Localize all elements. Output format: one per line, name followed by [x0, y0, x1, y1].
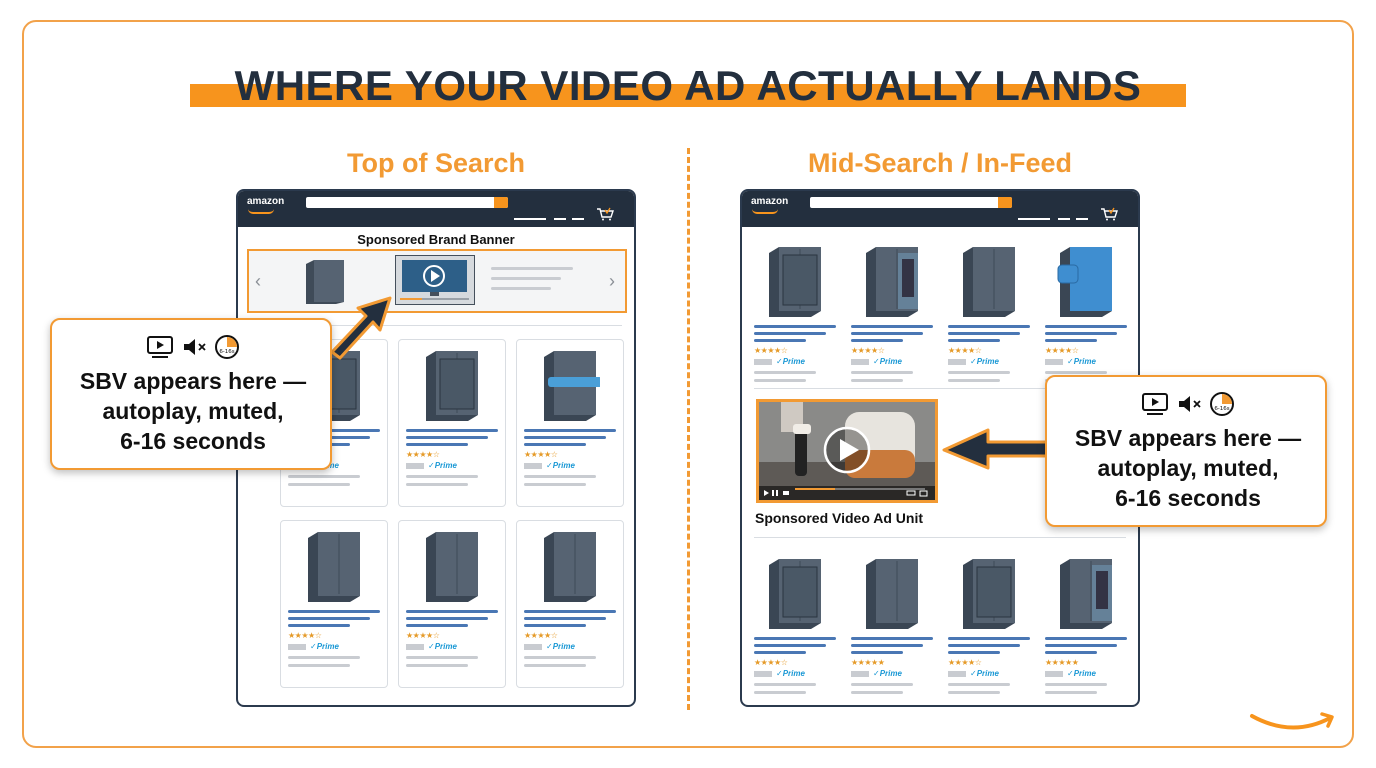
product-image	[426, 351, 478, 421]
search-button	[998, 197, 1012, 208]
product-image	[866, 559, 918, 629]
page-title: WHERE YOUR VIDEO AD ACTUALLY LANDS	[234, 62, 1142, 109]
title-block: WHERE YOUR VIDEO AD ACTUALLY LANDS	[190, 58, 1186, 109]
star-rating: ★★★★☆	[1045, 346, 1079, 355]
sponsored-video-ad	[756, 399, 938, 503]
amazon-logo: amazon	[247, 196, 285, 207]
banner-video-thumbnail	[395, 255, 475, 305]
prime-badge: ✓Prime	[428, 642, 457, 651]
play-icon	[400, 260, 469, 300]
star-rating: ★★★★☆	[288, 631, 322, 640]
star-rating: ★★★★☆	[754, 658, 788, 667]
timer-badge-text: 6-16s	[219, 349, 234, 355]
sponsored-video-ad-label: Sponsored Video Ad Unit	[755, 510, 924, 526]
star-rating: ★★★★☆	[524, 450, 558, 459]
product-image	[544, 351, 602, 421]
prime-badge: ✓Prime	[776, 357, 805, 366]
prime-badge: ✓Prime	[428, 461, 457, 470]
left-callout: 6-16s SBV appears here — autoplay, muted…	[50, 318, 332, 470]
search-box	[306, 197, 508, 208]
star-rating: ★★★★☆	[406, 631, 440, 640]
star-rating: ★★★★★	[1045, 658, 1079, 667]
separator	[754, 388, 1126, 389]
amazon-smile-icon	[752, 209, 778, 214]
prime-badge: ✓Prime	[310, 642, 339, 651]
amazon-header: amazon	[742, 191, 1138, 227]
sponsored-brand-banner: ‹ ›	[247, 249, 627, 313]
product-image	[963, 559, 1015, 629]
right-panel-heading: Mid-Search / In-Feed	[807, 148, 1073, 178]
star-rating: ★★★★☆	[948, 346, 982, 355]
amazon-logo: amazon	[751, 196, 789, 207]
callout-text: SBV appears here — autoplay, muted, 6-16…	[79, 368, 307, 454]
video-player-icon	[147, 336, 173, 358]
right-callout: 6-16s SBV appears here — autoplay, muted…	[1045, 375, 1327, 527]
chevron-left-icon: ‹	[255, 271, 261, 291]
product-image	[1060, 559, 1112, 629]
timer-badge-text: 6-16s	[1214, 406, 1229, 412]
prime-badge: ✓Prime	[873, 669, 902, 678]
prime-badge: ✓Prime	[970, 669, 999, 678]
nav-link	[554, 218, 566, 220]
right-browser-mockup: amazon ★★★★☆ ✓Prime ★★★★☆ ✓Prime ★★★★☆ ✓Prime…	[740, 189, 1140, 707]
title-highlight	[190, 84, 1186, 107]
prime-badge: ✓Prime	[776, 669, 805, 678]
search-button	[494, 197, 508, 208]
arrow-left-callout	[330, 296, 392, 360]
star-rating: ★★★★★	[851, 658, 885, 667]
product-image	[1057, 247, 1112, 317]
nav-link	[572, 218, 584, 220]
prime-badge: ✓Prime	[873, 357, 902, 366]
prime-badge: ✓Prime	[546, 642, 575, 651]
muted-speaker-icon	[184, 339, 206, 355]
banner-product-image	[306, 260, 344, 304]
left-browser-mockup: amazon Sponsored Brand Banner ‹ › ★★★★☆ ✓…	[236, 189, 636, 707]
product-image	[963, 247, 1015, 317]
chevron-right-icon: ›	[609, 271, 615, 291]
video-player-icon	[1142, 393, 1168, 415]
separator	[250, 325, 622, 326]
search-box	[810, 197, 1012, 208]
left-panel-heading: Top of Search	[346, 148, 526, 178]
prime-badge: ✓Prime	[546, 461, 575, 470]
timer-icon: 6-16s	[215, 335, 239, 359]
outer-frame	[22, 20, 1354, 748]
amazon-smile-icon	[1250, 712, 1334, 730]
nav-link	[1076, 218, 1088, 220]
panel-divider	[687, 148, 690, 710]
timer-icon: 6-16s	[1210, 392, 1234, 416]
star-rating: ★★★★☆	[754, 346, 788, 355]
product-image	[866, 247, 918, 317]
prime-badge: ✓Prime	[1067, 357, 1096, 366]
video-frame-image	[759, 402, 935, 500]
star-rating: ★★★★☆	[948, 658, 982, 667]
prime-badge: ✓Prime	[970, 357, 999, 366]
star-rating: ★★★★☆	[406, 450, 440, 459]
product-image	[769, 247, 821, 317]
nav-link	[1018, 218, 1050, 220]
star-rating: ★★★★☆	[851, 346, 885, 355]
product-image	[308, 532, 360, 602]
separator	[754, 537, 1126, 538]
amazon-header: amazon	[238, 191, 634, 227]
star-rating: ★★★★☆	[524, 631, 558, 640]
callout-text: SBV appears here — autoplay, muted, 6-16…	[1074, 425, 1302, 511]
arrow-right-callout	[942, 428, 1052, 470]
product-image	[769, 559, 821, 629]
cart-icon	[1100, 207, 1118, 224]
nav-link	[1058, 218, 1070, 220]
prime-badge: ✓Prime	[1067, 669, 1096, 678]
sponsored-brand-banner-label: Sponsored Brand Banner	[357, 232, 515, 247]
cart-icon	[596, 207, 614, 224]
product-image	[544, 532, 596, 602]
muted-speaker-icon	[1179, 396, 1201, 412]
nav-link	[514, 218, 546, 220]
amazon-smile-icon	[248, 209, 274, 214]
product-image	[426, 532, 478, 602]
